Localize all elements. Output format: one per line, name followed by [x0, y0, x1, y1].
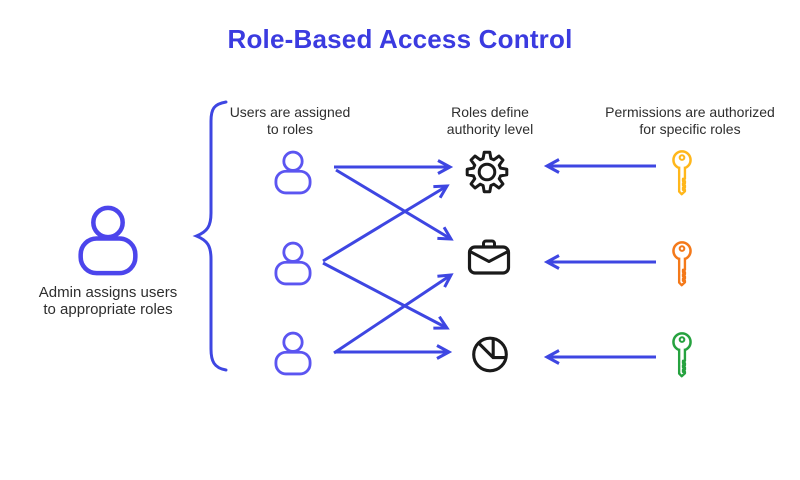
admin-caption: Admin assigns users to appropriate roles	[38, 284, 178, 318]
briefcase-icon	[465, 234, 513, 282]
user-icon	[273, 240, 313, 287]
brace	[192, 100, 228, 372]
user-icon	[273, 330, 313, 377]
arrow-user2-role3	[322, 261, 450, 330]
key-icon-gold	[663, 149, 701, 197]
users-column-label: Users are assigned to roles	[229, 104, 351, 137]
user-icon	[273, 149, 313, 196]
arrow-user3-role2	[333, 273, 454, 355]
roles-column-label: Roles define authority level	[446, 104, 534, 137]
page-title: Role-Based Access Control	[227, 24, 573, 54]
permissions-column-label: Permissions are authorized for specific …	[605, 104, 775, 137]
arrow-user1-role2	[335, 168, 454, 241]
pie-chart-icon	[466, 330, 514, 378]
key-icon-green	[663, 331, 701, 379]
arrow-user2-role1	[322, 184, 450, 263]
admin-person-icon	[76, 203, 140, 278]
gear-icon	[463, 148, 511, 196]
key-icon-orange	[663, 240, 701, 288]
